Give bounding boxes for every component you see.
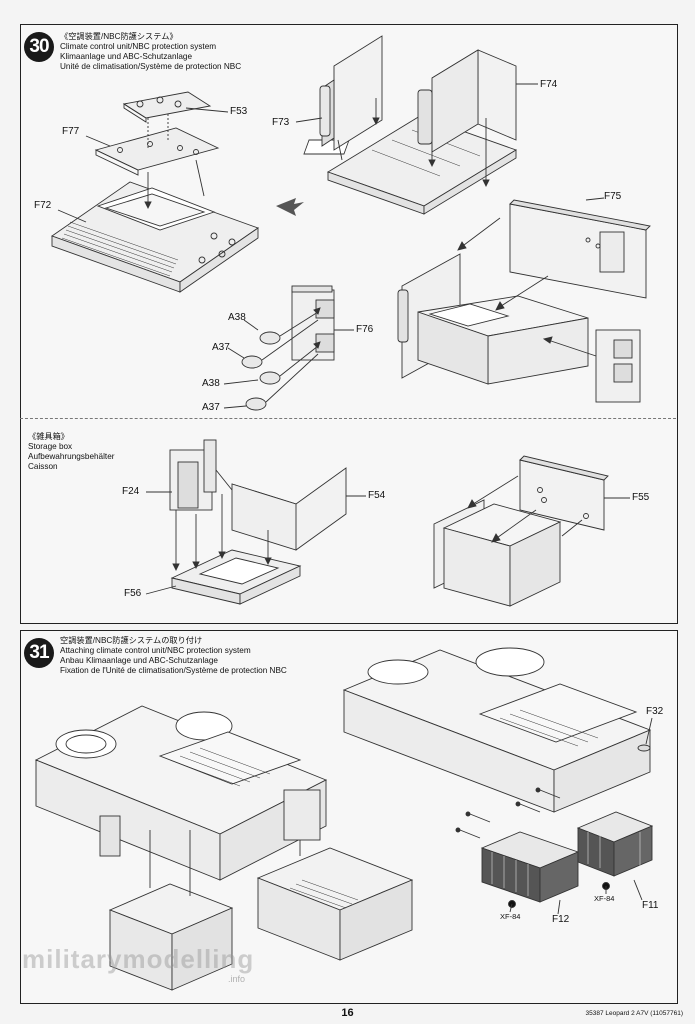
- watermark-logo: militarymodelling: [22, 944, 255, 974]
- paint-label-xf84-right: XF-84: [594, 894, 615, 903]
- step-31-title-en: Attaching climate control unit/NBC prote…: [60, 646, 251, 655]
- part-label-a37-upper: A37: [212, 342, 230, 353]
- watermark-suffix: .info: [228, 974, 246, 984]
- part-label-f32: F32: [646, 706, 664, 717]
- part-label-a38-upper: A38: [228, 312, 246, 323]
- step-30-badge: 30: [24, 32, 54, 62]
- part-label-f75: F75: [604, 191, 622, 202]
- part-label-f24: F24: [122, 486, 140, 497]
- section-divider: [20, 418, 676, 419]
- storage-title-jp: 《雑具箱》: [28, 432, 69, 441]
- page-number: 16: [341, 1007, 354, 1019]
- part-label-f73: F73: [272, 117, 290, 128]
- step-30-left-assembly-drawing: [51, 91, 304, 293]
- part-label-f56: F56: [124, 588, 142, 599]
- storage-box-titles: 《雑具箱》 Storage box Aufbewahrungsbehälter …: [28, 432, 115, 472]
- step-30-title-de: Klimaanlage und ABC-Schutzanlage: [60, 52, 192, 61]
- storage-title-fr: Caisson: [28, 462, 58, 471]
- part-label-f76: F76: [356, 324, 374, 335]
- step-30-f76-assembly-drawing: [223, 285, 354, 411]
- step-30-top-right-assembly-drawing: [295, 35, 538, 215]
- storage-title-en: Storage box: [28, 442, 73, 451]
- part-label-a38-lower: A38: [202, 378, 220, 389]
- storage-box-drawing: [145, 439, 630, 607]
- part-label-f55: F55: [632, 492, 650, 503]
- part-label-f11: F11: [642, 900, 659, 911]
- step-30-title-jp: 《空調装置/NBC防護システム》: [60, 32, 178, 41]
- storage-title-de: Aufbewahrungsbehälter: [28, 452, 115, 461]
- part-label-f12: F12: [552, 914, 570, 925]
- part-label-f77: F77: [62, 126, 80, 137]
- part-label-f54: F54: [368, 490, 386, 501]
- step-30-titles: 《空調装置/NBC防護システム》 Climate control unit/NB…: [60, 32, 241, 72]
- step-30-title-fr: Unité de climatisation/Système de protec…: [60, 62, 242, 71]
- step-30-right-assembly-drawing: [397, 197, 651, 403]
- step-31-titles: 空調装置/NBC防護システムの取り付け Attaching climate co…: [60, 636, 287, 676]
- step-31-badge: 31: [24, 638, 54, 668]
- kit-reference: 35387 Leopard 2 A7V (11057761): [585, 1010, 683, 1017]
- part-label-f74: F74: [540, 79, 558, 90]
- step-30-title-en: Climate control unit/NBC protection syst…: [60, 42, 217, 51]
- step-31-title-jp: 空調装置/NBC防護システムの取り付け: [60, 636, 203, 645]
- paint-label-xf84-left: XF-84: [500, 912, 521, 921]
- part-label-f72: F72: [34, 200, 52, 211]
- step-31-title-de: Anbau Klimaanlage und ABC-Schutzanlage: [60, 656, 218, 665]
- step-31-title-fr: Fixation de l'Unité de climatisation/Sys…: [60, 666, 287, 675]
- part-label-a37-lower: A37: [202, 402, 220, 413]
- part-label-f53: F53: [230, 106, 248, 117]
